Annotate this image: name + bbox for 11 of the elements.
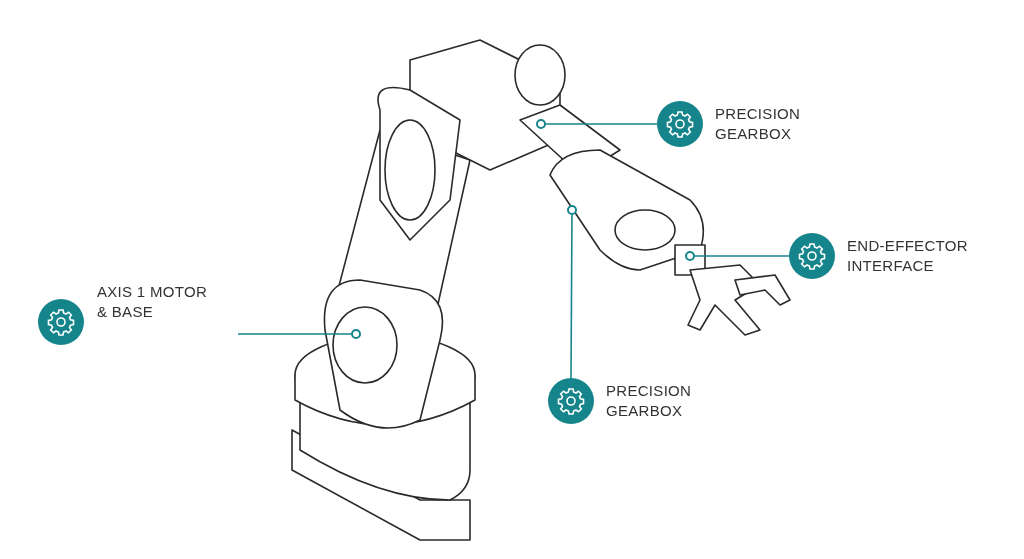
callout-label: PRECISION GEARBOX (606, 381, 693, 421)
joint-marker-dot (351, 329, 361, 339)
leader-line (237, 333, 352, 335)
joint-marker-dot (536, 119, 546, 129)
callout-label: END-EFFECTOR INTERFACE (847, 236, 969, 276)
leader-line (570, 214, 573, 379)
joint-marker-dot (685, 251, 695, 261)
callout-label: PRECISION GEARBOX (715, 104, 802, 144)
joint-marker-dot (567, 205, 577, 215)
leader-line (694, 255, 790, 257)
callout-label: AXIS 1 MOTOR & BASE (97, 282, 208, 322)
